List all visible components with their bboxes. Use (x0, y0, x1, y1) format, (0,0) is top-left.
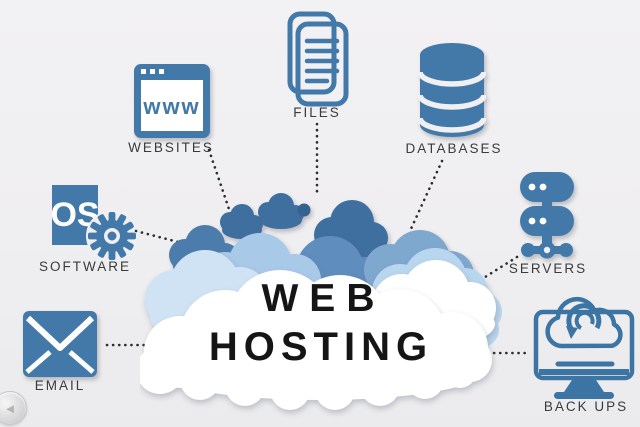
software-label: SOFTWARE (39, 259, 131, 274)
files-label: FILES (293, 105, 341, 120)
websites-label: WEBSITES (128, 140, 214, 155)
databases-label: DATABASES (405, 141, 503, 156)
database-icon (418, 43, 486, 137)
os-gear-icon: OS (50, 185, 138, 262)
title-line-1: WEB (261, 277, 386, 320)
web-hosting-title: WEB HOSTING (150, 279, 486, 367)
cloud-backup-monitor-icon (533, 297, 635, 399)
browser-www-icon: www (134, 64, 210, 138)
envelope-icon (23, 311, 97, 377)
www-text: www (142, 94, 200, 119)
connector-software (134, 229, 184, 245)
web-hosting-cloud (140, 193, 502, 410)
connector-databases (408, 159, 444, 233)
email-label: EMAIL (34, 378, 86, 393)
servers-label: SERVERS (508, 261, 588, 276)
connector-websites (207, 148, 233, 217)
title-line-2: HOSTING (208, 325, 434, 369)
backups-label: BACK UPS (543, 399, 629, 414)
gear-glyph (86, 210, 138, 262)
back-arrow-icon: ◄ (3, 400, 17, 416)
back-button[interactable]: ◄ (0, 391, 27, 425)
documents-icon (287, 11, 349, 107)
small-dark-cloud-mid (258, 193, 311, 229)
server-stack-icon (520, 172, 574, 259)
sync-arrow-glyph (566, 303, 602, 339)
white-cloud-front (140, 270, 492, 410)
